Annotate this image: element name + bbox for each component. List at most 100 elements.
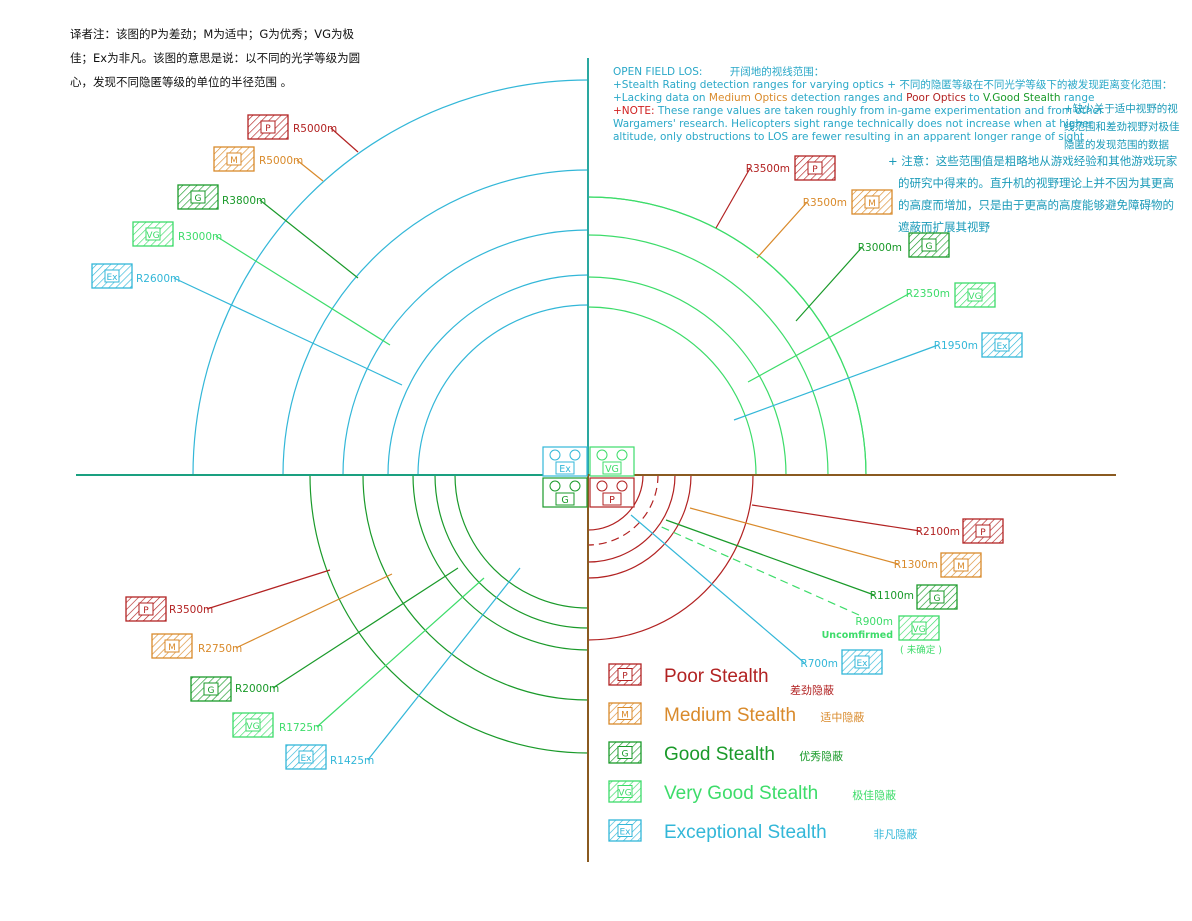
legend-label-ex: Exceptional Stealth — [664, 822, 827, 843]
label-g-g-box: G — [190, 676, 232, 702]
label-ex-g-range: R3800m — [222, 195, 266, 207]
label-vg-m-range: R3500m — [803, 197, 847, 209]
header-line2-cn-line: +缺少关于适中视野的视 — [1064, 103, 1178, 115]
label-p-g-range: R1100m — [870, 590, 914, 602]
svg-text:VG: VG — [146, 231, 159, 241]
svg-text:M: M — [957, 562, 965, 572]
range-arc-vg-m — [587, 196, 867, 476]
svg-text:Ex: Ex — [106, 273, 118, 283]
range-arc-g-ex — [454, 474, 589, 609]
label-vg-m-box: M — [851, 189, 893, 215]
label-p-vg-box: VG — [898, 615, 940, 641]
svg-text:Ex: Ex — [300, 754, 312, 764]
label-ex-m-range: R5000m — [259, 155, 303, 167]
label-vg-p-range: R3500m — [746, 163, 790, 175]
label-g-ex-box: Ex — [285, 744, 327, 770]
translator-note-line: 译者注：该图的P为差劲；M为适中；G为优秀；VG为极 — [70, 27, 355, 41]
label-ex-p-leader — [330, 127, 359, 153]
header-title-row: OPEN FIELD LOS: 开阔地的视线范围： — [613, 66, 1188, 79]
label-p-ex-leader — [630, 514, 805, 664]
legend-swatch-ex: Ex — [608, 819, 642, 842]
label-ex-vg-box: VG — [132, 221, 174, 247]
header-line2-text: detection ranges and — [787, 92, 907, 104]
range-arc-ex-ex — [417, 304, 589, 476]
label-p-p-range: R2100m — [916, 526, 960, 538]
label-p-p-leader — [751, 504, 921, 532]
label-vg-g-leader — [795, 246, 863, 322]
label-p-ex-box: Ex — [841, 649, 883, 675]
optics-center-ex: Ex — [542, 446, 588, 477]
label-vg-vg-leader — [747, 292, 911, 383]
header-line2: +Lacking data on Medium Optics detection… — [613, 92, 1188, 105]
header-line1-cn: + 不同的隐匿等级在不同光学等级下的被发现距离变化范围： — [887, 79, 1173, 91]
medium-optics-text: Medium Optics — [708, 92, 788, 104]
svg-text:G: G — [208, 686, 215, 696]
note-cn-line: 遮蔽而扩展其视野 — [898, 220, 990, 234]
label-ex-g-box: G — [177, 184, 219, 210]
label-ex-p-box: P — [247, 114, 289, 140]
label-g-g-range: R2000m — [235, 683, 279, 695]
note-line: Wargamers' research. Helicopters sight r… — [613, 118, 1093, 130]
svg-text:VG: VG — [968, 292, 981, 302]
label-g-ex-range: R1425m — [330, 755, 374, 767]
legend-label-p: Poor Stealth — [664, 666, 769, 687]
label-vg-g-range: R3000m — [858, 242, 902, 254]
range-arc-ex-g — [342, 229, 589, 476]
note-cn-line: + 注意：这些范围值是粗略地从游戏经验和其他游戏玩家 — [888, 154, 1178, 168]
optics-center-p: P — [589, 477, 635, 508]
header-title-cn: 开阔地的视线范围： — [729, 66, 825, 78]
svg-text:G: G — [934, 594, 941, 604]
label-ex-ex-leader — [173, 277, 403, 386]
label-vg-m-leader — [756, 201, 808, 259]
range-arc-p-p — [587, 474, 754, 641]
label-g-p-box: P — [125, 596, 167, 622]
svg-text:Ex: Ex — [619, 828, 631, 838]
translator-note-line: 心，发现不同隐匿等级的单位的半径范围 。 — [70, 75, 293, 89]
legend-label-cn-ex: 非凡隐蔽 — [873, 828, 917, 841]
label-vg-vg-range: R2350m — [906, 288, 950, 300]
range-arc-ex-p — [192, 79, 589, 476]
label-vg-g-box: G — [908, 232, 950, 258]
label-p-g-box: G — [916, 584, 958, 610]
label-vg-vg-box: VG — [954, 282, 996, 308]
label-p-m-box: M — [940, 552, 982, 578]
label-ex-vg-range: R3000m — [178, 231, 222, 243]
label-g-p-range: R3500m — [169, 604, 213, 616]
svg-text:P: P — [143, 606, 149, 616]
optics-center-label: P — [609, 495, 615, 506]
label-vg-p-box: P — [794, 155, 836, 181]
svg-text:Ex: Ex — [856, 659, 868, 669]
label-p-vg-unconfirmed-cn: ( 未确定 ) — [900, 644, 942, 656]
header-block: OPEN FIELD LOS: 开阔地的视线范围： +Stealth Ratin… — [613, 66, 1188, 144]
svg-text:G: G — [926, 242, 933, 252]
label-ex-m-box: M — [213, 146, 255, 172]
label-g-vg-range: R1725m — [279, 722, 323, 734]
optics-center-label: G — [561, 495, 568, 506]
label-vg-ex-box: Ex — [981, 332, 1023, 358]
range-arc-p-m — [587, 474, 692, 579]
legend-label-cn-m: 适中隐蔽 — [820, 711, 864, 724]
range-arc-p-vg — [587, 474, 659, 546]
range-arc-vg-vg — [587, 276, 787, 476]
svg-text:M: M — [168, 643, 176, 653]
optics-center-vg: VG — [589, 446, 635, 477]
header-note: +NOTE: These range values are taken roug… — [613, 105, 1188, 118]
range-arc-g-vg — [434, 474, 589, 629]
legend-label-cn-g: 优秀隐蔽 — [799, 750, 843, 763]
svg-text:M: M — [621, 711, 629, 721]
vgood-stealth-text: V.Good Stealth — [983, 92, 1061, 104]
svg-text:G: G — [195, 194, 202, 204]
svg-text:M: M — [868, 199, 876, 209]
range-arc-p-g — [587, 474, 676, 563]
note-cn-line: 的高度而增加，只是由于更高的高度能够避免障碍物的 — [898, 198, 1174, 212]
label-ex-p-range: R5000m — [293, 123, 337, 135]
label-ex-vg-leader — [215, 235, 391, 346]
svg-text:VG: VG — [912, 625, 925, 635]
poor-optics-text: Poor Optics — [906, 92, 966, 104]
legend-swatch-p: P — [608, 663, 642, 686]
legend-swatch-vg: VG — [608, 780, 642, 803]
header-line1-en: +Stealth Rating detection ranges for var… — [613, 79, 884, 91]
label-g-ex-leader — [367, 567, 521, 761]
label-p-vg-range: R900m — [855, 616, 893, 628]
